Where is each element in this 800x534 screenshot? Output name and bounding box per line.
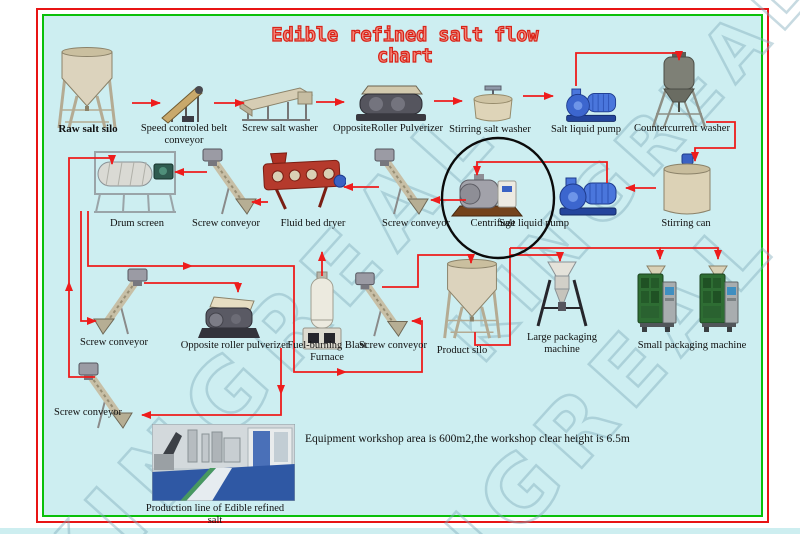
label-screw-salt-washer: Screw salt washer	[242, 123, 318, 134]
fluid-bed-dryer-illustration	[262, 150, 346, 212]
countercurrent-washer-illustration	[646, 50, 712, 130]
label-screw-conveyor-2: Screw conveyor	[382, 218, 450, 229]
opposite-roller-pulverizer-bottom-illustration	[198, 294, 264, 342]
opposite-roller-pulverizer-top-illustration	[352, 82, 430, 124]
label-large-packaging-machine: Large packaging machine	[526, 332, 598, 355]
salt-liquid-pump-mid-illustration	[556, 170, 622, 218]
label-raw-salt-silo: Raw salt silo	[58, 123, 118, 135]
screw-conveyor-5-illustration	[76, 360, 134, 432]
screw-salt-washer-illustration	[238, 82, 314, 122]
label-belt-conveyor: Speed controled belt conveyor	[140, 123, 228, 146]
small-packaging-machine-1-illustration	[634, 264, 680, 334]
stirring-can-illustration	[660, 152, 714, 218]
drum-screen-illustration	[90, 148, 180, 214]
large-packaging-machine-illustration	[534, 260, 590, 334]
label-screw-conveyor-1: Screw conveyor	[192, 218, 260, 229]
product-silo-illustration	[440, 256, 504, 342]
screw-conveyor-4-illustration	[352, 270, 410, 340]
label-salt-liquid-pump-2: Salt liquid pump	[498, 218, 569, 229]
screw-conveyor-1-illustration	[200, 146, 258, 218]
label-countercurrent-washer: Countercurrent washer	[634, 123, 730, 134]
page-title: Edible refined salt flow chart	[271, 24, 540, 67]
production-line-photo	[152, 424, 295, 501]
small-packaging-machine-2-illustration	[696, 264, 742, 334]
stirring-salt-washer-illustration	[468, 84, 518, 124]
label-stirring-salt-washer: Stirring salt washer	[449, 124, 531, 135]
raw-salt-silo-illustration	[55, 44, 119, 132]
photo-caption: Production line of Edible refined salt	[145, 503, 285, 526]
label-small-packaging-machine: Small packaging machine	[637, 340, 747, 351]
centrifuge-illustration	[450, 170, 524, 224]
outer-red-border	[36, 8, 769, 523]
label-screw-conveyor-5: Screw conveyor	[54, 407, 122, 418]
label-stirring-can: Stirring can	[661, 218, 711, 229]
label-opposite-roller-pulverizer-1: OppositeRoller Pulverizer	[333, 123, 443, 134]
screw-conveyor-2-illustration	[372, 146, 430, 218]
workshop-note: Equipment workshop area is 600m2,the wor…	[305, 433, 630, 445]
label-salt-liquid-pump-1: Salt liquid pump	[550, 124, 621, 135]
belt-conveyor-illustration	[158, 80, 210, 124]
salt-liquid-pump-top-illustration	[560, 82, 624, 124]
label-fluid-bed-dryer: Fluid bed dryer	[280, 218, 346, 229]
label-screw-conveyor-3: Screw conveyor	[80, 337, 148, 348]
scan-edge-strip	[0, 528, 800, 534]
label-product-silo: Product silo	[436, 345, 488, 356]
screw-conveyor-3-illustration	[92, 266, 150, 338]
